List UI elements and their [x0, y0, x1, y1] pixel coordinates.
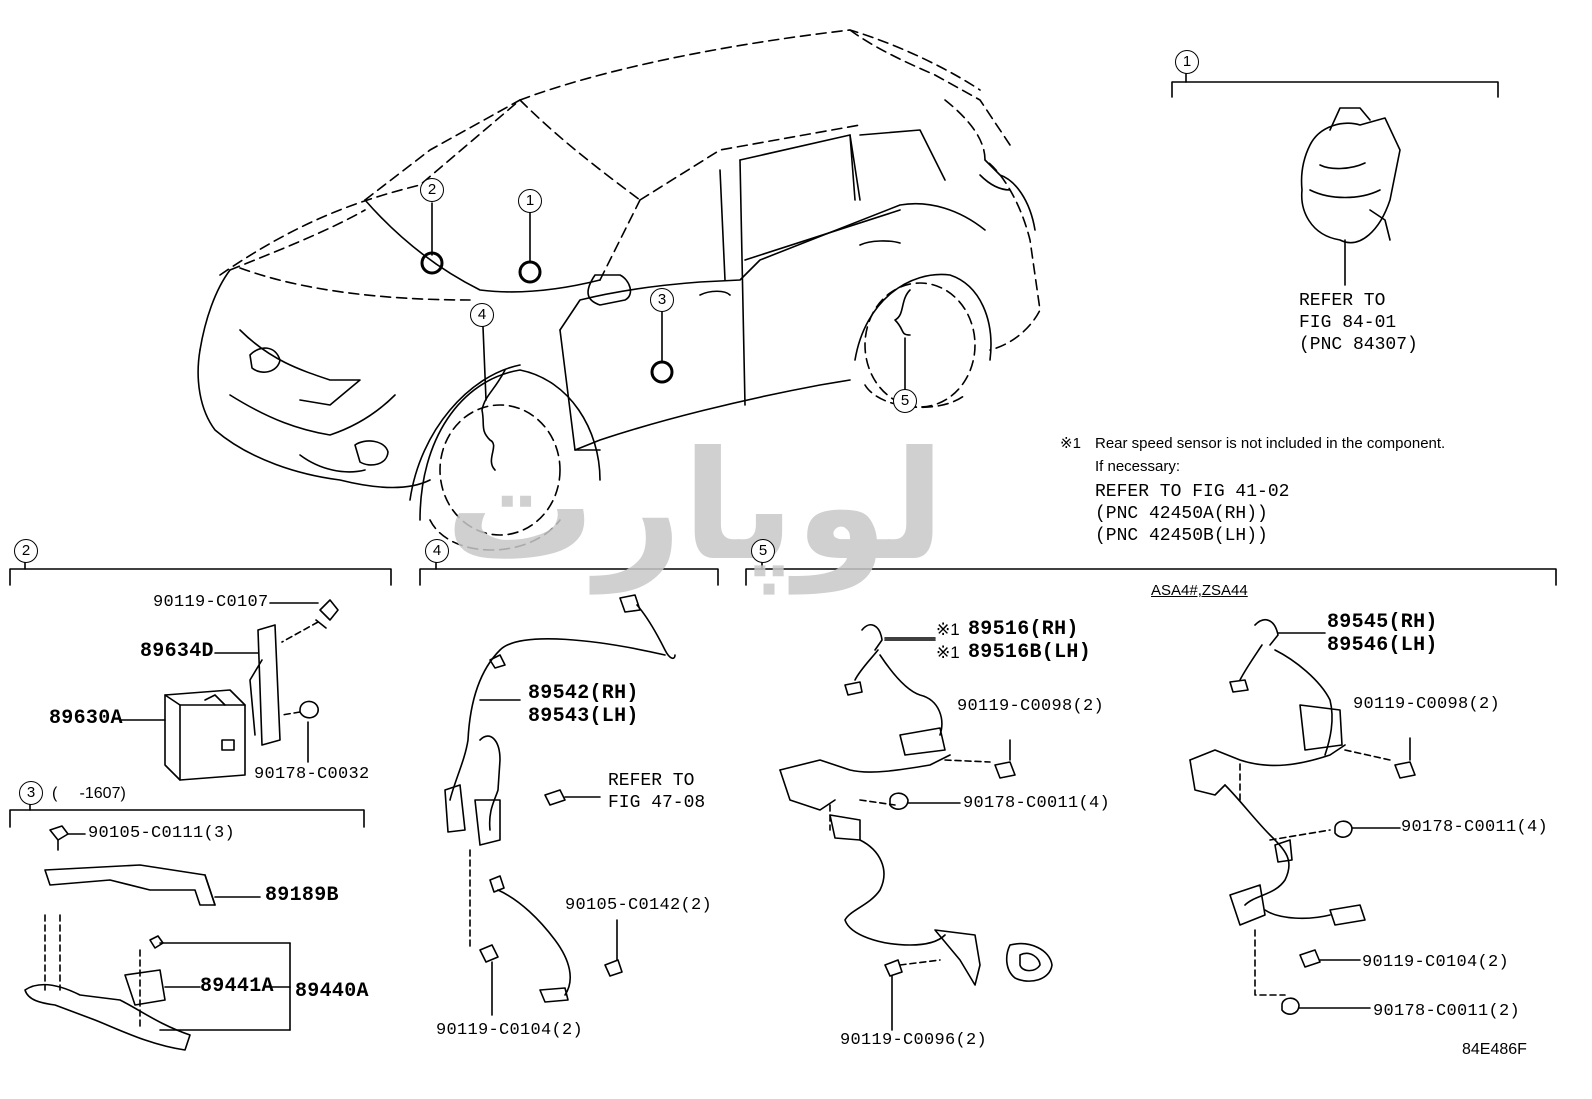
part-90119-C0098-right[interactable]: 90119-C0098(2): [1353, 695, 1501, 714]
section-3-date-range: ( -1607): [52, 785, 126, 802]
note-line-1: Rear speed sensor is not included in the…: [1095, 435, 1446, 452]
section-4-refer-text[interactable]: REFER TO FIG 47-08: [608, 771, 706, 813]
car-location-2: 2: [420, 178, 444, 202]
section-2-callout: 2: [14, 539, 38, 563]
part-89543-LH[interactable]: 89543(LH): [528, 705, 639, 728]
part-90119-C0104-right[interactable]: 90119-C0104(2): [1362, 953, 1510, 972]
section-3-artwork: [9, 802, 365, 1051]
section-5-callout: 5: [751, 539, 775, 563]
part-90105-C0111[interactable]: 90105-C0111(3): [88, 824, 236, 843]
part-89545-RH[interactable]: 89545(RH): [1327, 611, 1438, 634]
part-90119-C0104[interactable]: 90119-C0104(2): [436, 1021, 584, 1040]
car-location-4: 4: [470, 303, 494, 327]
part-89516B-LH[interactable]: 89516B(LH): [968, 641, 1092, 664]
part-89630A[interactable]: 89630A: [49, 707, 123, 730]
note-refer-text: REFER TO FIG 41-02 (PNC 42450A(RH)) (PNC…: [1095, 482, 1290, 546]
section-1-refer-text: REFER TO FIG 84-01 (PNC 84307): [1299, 291, 1418, 355]
section-4-callout: 4: [425, 539, 449, 563]
vehicle-illustration: [197, 29, 1041, 551]
part-89440A[interactable]: 89440A: [295, 980, 369, 1003]
note-line-2: If necessary:: [1095, 458, 1181, 475]
part-89546-LH[interactable]: 89546(LH): [1327, 634, 1438, 657]
lh-mark: ※1: [936, 643, 960, 662]
section-2-artwork: [9, 560, 392, 781]
note-mark: ※1: [1060, 435, 1081, 452]
part-90178-C0011-right-2[interactable]: 90178-C0011(2): [1373, 1002, 1521, 1021]
part-90119-C0107[interactable]: 90119-C0107: [153, 593, 269, 612]
car-location-1: 1: [518, 189, 542, 213]
section-4-artwork: [419, 560, 719, 1016]
part-90105-C0142[interactable]: 90105-C0142(2): [565, 896, 713, 915]
figure-id: 84E486F: [1462, 1041, 1527, 1058]
part-90119-C0098-left[interactable]: 90119-C0098(2): [957, 697, 1105, 716]
car-location-3: 3: [650, 288, 674, 312]
part-89634D[interactable]: 89634D: [140, 640, 214, 663]
part-89189B[interactable]: 89189B: [265, 884, 339, 907]
section-3-callout: 3: [19, 781, 43, 805]
part-90119-C0096[interactable]: 90119-C0096(2): [840, 1031, 988, 1050]
section-1-callout: 1: [1175, 50, 1199, 74]
rh-mark: ※1: [936, 620, 960, 639]
part-89516-RH[interactable]: 89516(RH): [968, 618, 1079, 641]
part-90178-C0032[interactable]: 90178-C0032: [254, 765, 370, 784]
part-90178-C0011-right-4[interactable]: 90178-C0011(4): [1401, 818, 1549, 837]
section-5-artwork: [745, 560, 1557, 1031]
section-1-artwork: [1171, 73, 1499, 286]
part-90178-C0011-left[interactable]: 90178-C0011(4): [963, 794, 1111, 813]
part-89542-RH[interactable]: 89542(RH): [528, 682, 639, 705]
car-location-5: 5: [893, 389, 917, 413]
model-code-label: ASA4#,ZSA44: [1151, 582, 1248, 599]
watermark: لوپارت: [445, 420, 949, 594]
part-89441A[interactable]: 89441A: [200, 975, 274, 998]
